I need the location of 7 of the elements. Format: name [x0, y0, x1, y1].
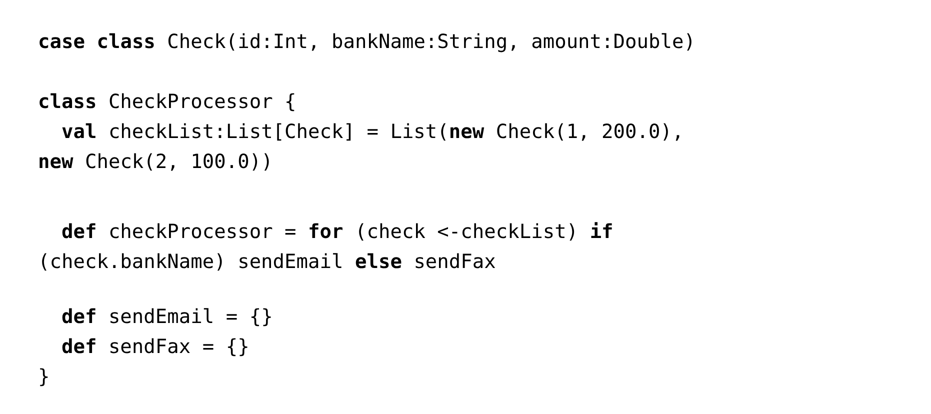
code-line: val checkList:List[Check] = List(new Check(1, 200.0), new Check(2, 100.0))	[38, 119, 685, 175]
code-line: def sendEmail = {}	[60, 304, 274, 330]
code-line: def checkProcessor = for (check <-checkList) if (check.bankName) sendEmail else sendFax	[38, 219, 614, 275]
code-line: }	[38, 364, 51, 390]
code-line: def sendFax = {}	[60, 334, 250, 360]
code-line: case class Check(id:Int, bankName:String, amount:Double)	[38, 29, 696, 55]
code-line: class CheckProcessor {	[38, 89, 298, 115]
